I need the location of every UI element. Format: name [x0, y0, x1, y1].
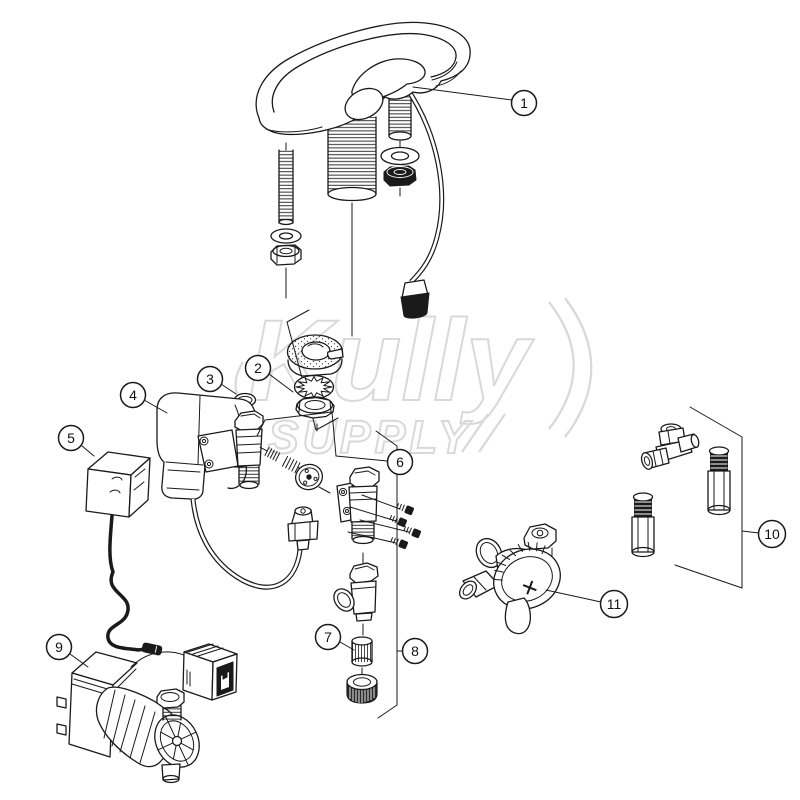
spray-head	[286, 334, 344, 377]
valve-body	[348, 466, 380, 545]
watermark: Kully SUPPLY	[234, 296, 593, 464]
callout-4: 4	[119, 381, 168, 414]
spout-body	[255, 21, 471, 136]
valve-stem	[234, 410, 264, 490]
callout-8: 8	[396, 637, 429, 665]
svg-text:7: 7	[324, 629, 332, 645]
power-adapter-group	[85, 451, 163, 656]
cable-sensor-connector	[287, 506, 319, 551]
screw-kit-group	[256, 411, 337, 494]
cap-nut	[346, 673, 378, 704]
pump-outlet	[161, 763, 181, 781]
spout-assembly-group	[255, 21, 471, 337]
adapter-box	[85, 451, 151, 518]
standoff-left	[631, 492, 655, 558]
solenoid-cable	[190, 498, 303, 590]
group-bracket-6	[256, 411, 337, 457]
control-module-group	[56, 643, 238, 784]
fitting-kit-group	[631, 406, 743, 589]
watermark-swoosh	[548, 301, 575, 430]
adapter-cord	[106, 514, 163, 656]
pump-top-port	[156, 688, 185, 721]
mixing-valve-top-port	[523, 523, 557, 559]
left-shank	[270, 142, 302, 299]
connector-block	[182, 643, 238, 701]
pump-body	[95, 686, 200, 784]
tee-fitting	[640, 423, 700, 470]
hex-nut	[270, 244, 302, 266]
callout-1: 1	[412, 86, 538, 117]
star-washer	[293, 374, 335, 400]
svg-text:8: 8	[411, 643, 419, 659]
temperature-dial	[493, 541, 561, 610]
callouts: 1 2 3 4 5 6 7	[45, 86, 787, 668]
svg-text:6: 6	[396, 454, 404, 470]
svg-text:11: 11	[607, 596, 622, 612]
mounting-screws	[347, 494, 421, 550]
pump-end-cap	[154, 714, 200, 768]
mixing-valve-inlet-nut	[458, 570, 500, 600]
svg-text:4: 4	[129, 387, 137, 403]
callout-3: 3	[196, 365, 237, 395]
module-wire	[130, 651, 185, 668]
sensor-cable	[400, 82, 445, 319]
watermark-line2: SUPPLY	[268, 411, 473, 463]
svg-text:9: 9	[55, 639, 63, 655]
lock-nut	[295, 396, 335, 419]
mixing-valve-cap	[475, 537, 503, 569]
callout-2: 2	[244, 354, 294, 393]
callout-11: 11	[545, 589, 629, 619]
group-bracket-8	[375, 430, 398, 719]
mixing-valve-group	[458, 523, 561, 635]
filter-cartridge	[351, 636, 373, 667]
callout-9: 9	[45, 633, 89, 668]
callout-7: 7	[314, 623, 355, 651]
group-bracket-10	[674, 406, 743, 589]
callout-10: 10	[741, 519, 787, 549]
elbow-valve	[333, 562, 379, 622]
svg-text:10: 10	[764, 526, 780, 542]
spray-head-group	[286, 309, 344, 432]
svg-text:1: 1	[520, 95, 528, 111]
manifold-valve-group	[333, 430, 421, 719]
svg-text:2: 2	[254, 360, 262, 376]
standoff-right	[707, 446, 731, 516]
solenoid-valve-group	[156, 392, 319, 590]
callout-6: 6	[335, 448, 414, 476]
cord-connector	[141, 642, 163, 656]
diaphragm-disc	[294, 463, 324, 491]
callout-5: 5	[57, 424, 95, 457]
mounting-plate	[197, 429, 239, 473]
sensor-window	[344, 87, 384, 121]
svg-text:3: 3	[206, 371, 214, 387]
dial-tongue	[504, 597, 531, 635]
right-shank	[380, 87, 420, 197]
svg-text:5: 5	[67, 430, 75, 446]
spring-pin	[259, 446, 281, 462]
